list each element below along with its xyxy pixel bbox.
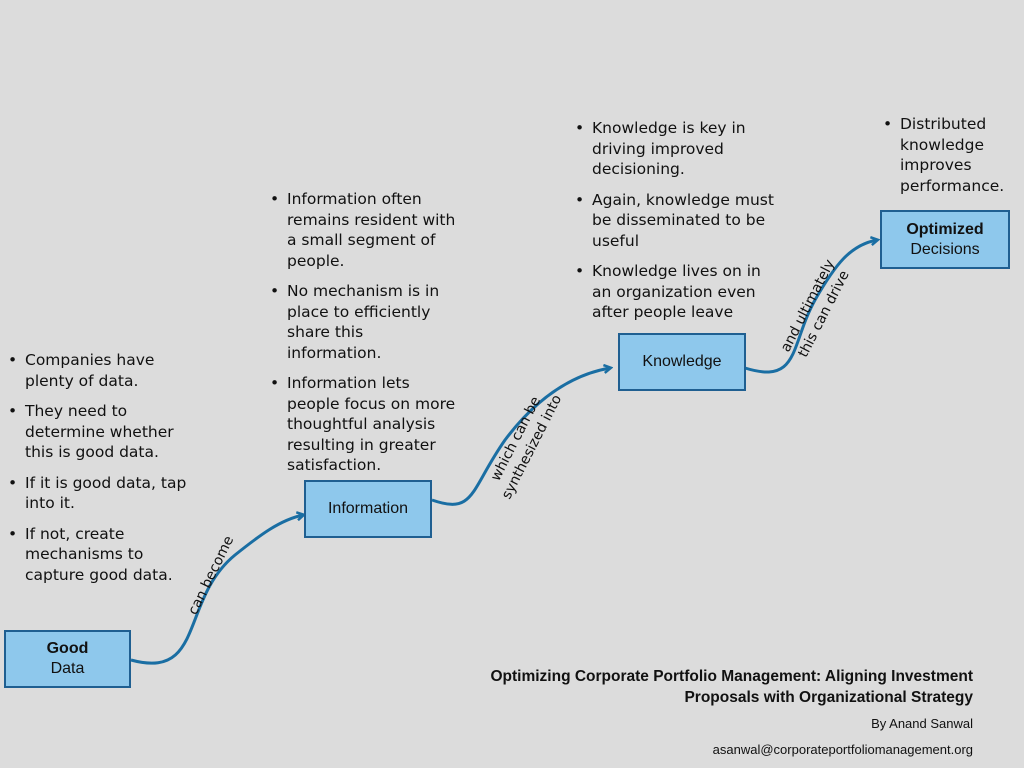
notes-data: Companies have plenty of data. They need… (6, 350, 191, 595)
note-item: Distributed knowledge improves performan… (881, 114, 1021, 196)
note-item: No mechanism is in place to efficiently … (268, 281, 458, 363)
note-item: They need to determine whether this is g… (6, 401, 191, 463)
box-good-data: Good Data (4, 630, 131, 688)
note-item: Knowledge lives on in an organization ev… (573, 261, 778, 323)
box-knowledge-label: Knowledge (642, 353, 722, 370)
box-information-label: Information (327, 500, 409, 517)
note-item: If it is good data, tap into it. (6, 473, 191, 514)
note-item: Again, knowledge must be disseminated to… (573, 190, 778, 252)
note-item: If not, create mechanisms to capture goo… (6, 524, 191, 586)
arrow-knowledge-to-optimized (744, 240, 877, 374)
note-item: Information lets people focus on more th… (268, 373, 458, 476)
notes-information: Information often remains resident with … (268, 189, 458, 486)
box-optimized-line1: Optimized (906, 220, 984, 238)
box-optimized-decisions: Optimized Decisions (880, 210, 1010, 269)
notes-optimized: Distributed knowledge improves performan… (881, 114, 1021, 206)
notes-knowledge: Knowledge is key in driving improved dec… (573, 118, 778, 333)
footer-title-line: Optimizing Corporate Portfolio Managemen… (490, 668, 973, 685)
box-optimized-line2: Decisions (910, 240, 980, 258)
box-knowledge: Knowledge (618, 333, 746, 391)
arrow-information-to-knowledge (431, 368, 610, 506)
footer-title: Optimizing Corporate Portfolio Managemen… (490, 667, 973, 708)
box-good-data-line2: Data (50, 660, 85, 677)
note-item: Information often remains resident with … (268, 189, 458, 271)
box-information: Information (304, 480, 432, 538)
box-good-data-line1: Good (46, 640, 89, 657)
footer-author: By Anand Sanwal (871, 716, 973, 731)
arrow-data-to-information (130, 515, 303, 665)
footer-email: asanwal@corporateportfoliomanagement.org (712, 742, 973, 757)
footer-title-line: Proposals with Organizational Strategy (684, 688, 973, 706)
note-item: Knowledge is key in driving improved dec… (573, 118, 778, 180)
note-item: Companies have plenty of data. (6, 350, 191, 391)
